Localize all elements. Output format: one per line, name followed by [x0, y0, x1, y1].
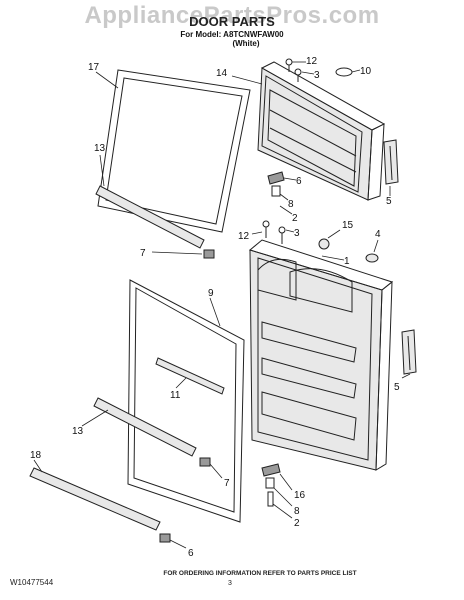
color-label: (White)	[232, 39, 260, 48]
part-5-lower-handle	[401, 329, 417, 375]
callout-13-bottom: 13	[72, 426, 84, 437]
part-17-freezer-gasket	[97, 69, 251, 233]
callout-18: 18	[30, 450, 42, 461]
part-1-fresh-food-door	[248, 239, 394, 471]
callout-15: 15	[342, 220, 354, 231]
part-7-lower-clip	[199, 457, 211, 467]
part-7-upper-clip	[203, 249, 215, 259]
callout-7-bottom: 7	[224, 478, 230, 489]
part-6-bottom-clip	[159, 533, 171, 543]
part-11-center-bar	[155, 357, 225, 395]
part-8-lower-bushing	[265, 477, 275, 489]
part-16-lower-hinge	[261, 463, 281, 477]
part-18-bottom-bar	[29, 467, 161, 531]
part-2-lower-pin	[267, 491, 274, 507]
part-13-lower-bar	[93, 397, 197, 457]
part-5-upper-handle	[383, 139, 399, 185]
callout-8-top: 8	[288, 199, 294, 210]
page-number: 3	[228, 580, 232, 587]
callout-6-bottom: 6	[188, 548, 194, 559]
callout-3-bottom: 3	[294, 228, 300, 239]
part-4-plug	[365, 253, 379, 263]
callout-5-top: 5	[386, 196, 392, 207]
ordering-info: FOR ORDERING INFORMATION REFER TO PARTS …	[163, 570, 357, 577]
document-id: W10477544	[10, 578, 54, 587]
callout-12-top: 12	[306, 56, 318, 67]
part-15-cap	[318, 238, 330, 250]
callout-7-top: 7	[140, 248, 146, 259]
part-14-freezer-door	[257, 61, 386, 201]
part-8-upper-bushing	[271, 185, 281, 197]
model-label: For Model: A8TCNWFAW00	[180, 30, 284, 39]
callout-10: 10	[360, 66, 372, 77]
part-3-screw-upper	[294, 68, 302, 82]
callout-14: 14	[216, 68, 228, 79]
callout-6-top: 6	[296, 176, 302, 187]
callout-13-top: 13	[94, 143, 106, 154]
callout-3-top: 3	[314, 70, 320, 81]
part-10-ring	[335, 67, 353, 77]
callout-12-bottom: 12	[238, 231, 250, 242]
callout-16: 16	[294, 490, 306, 501]
callout-17: 17	[88, 62, 100, 73]
callout-8-bottom: 8	[294, 506, 300, 517]
diagram-title: DOOR PARTS	[189, 14, 275, 29]
part-12-screw-upper	[285, 58, 293, 72]
callout-1: 1	[344, 256, 350, 267]
part-6-upper-hinge	[267, 171, 285, 185]
part-3-screw-lower	[278, 226, 286, 244]
callout-2-top: 2	[292, 213, 298, 224]
watermark: AppliancePartsPros.com	[84, 2, 380, 29]
part-12-screw-lower	[262, 220, 270, 238]
callout-2-bottom: 2	[294, 518, 300, 529]
callout-5-bottom: 5	[394, 382, 400, 393]
callout-9: 9	[208, 288, 214, 299]
callout-11: 11	[170, 390, 181, 401]
part-13-upper-bar	[95, 185, 205, 249]
callout-4: 4	[375, 229, 381, 240]
